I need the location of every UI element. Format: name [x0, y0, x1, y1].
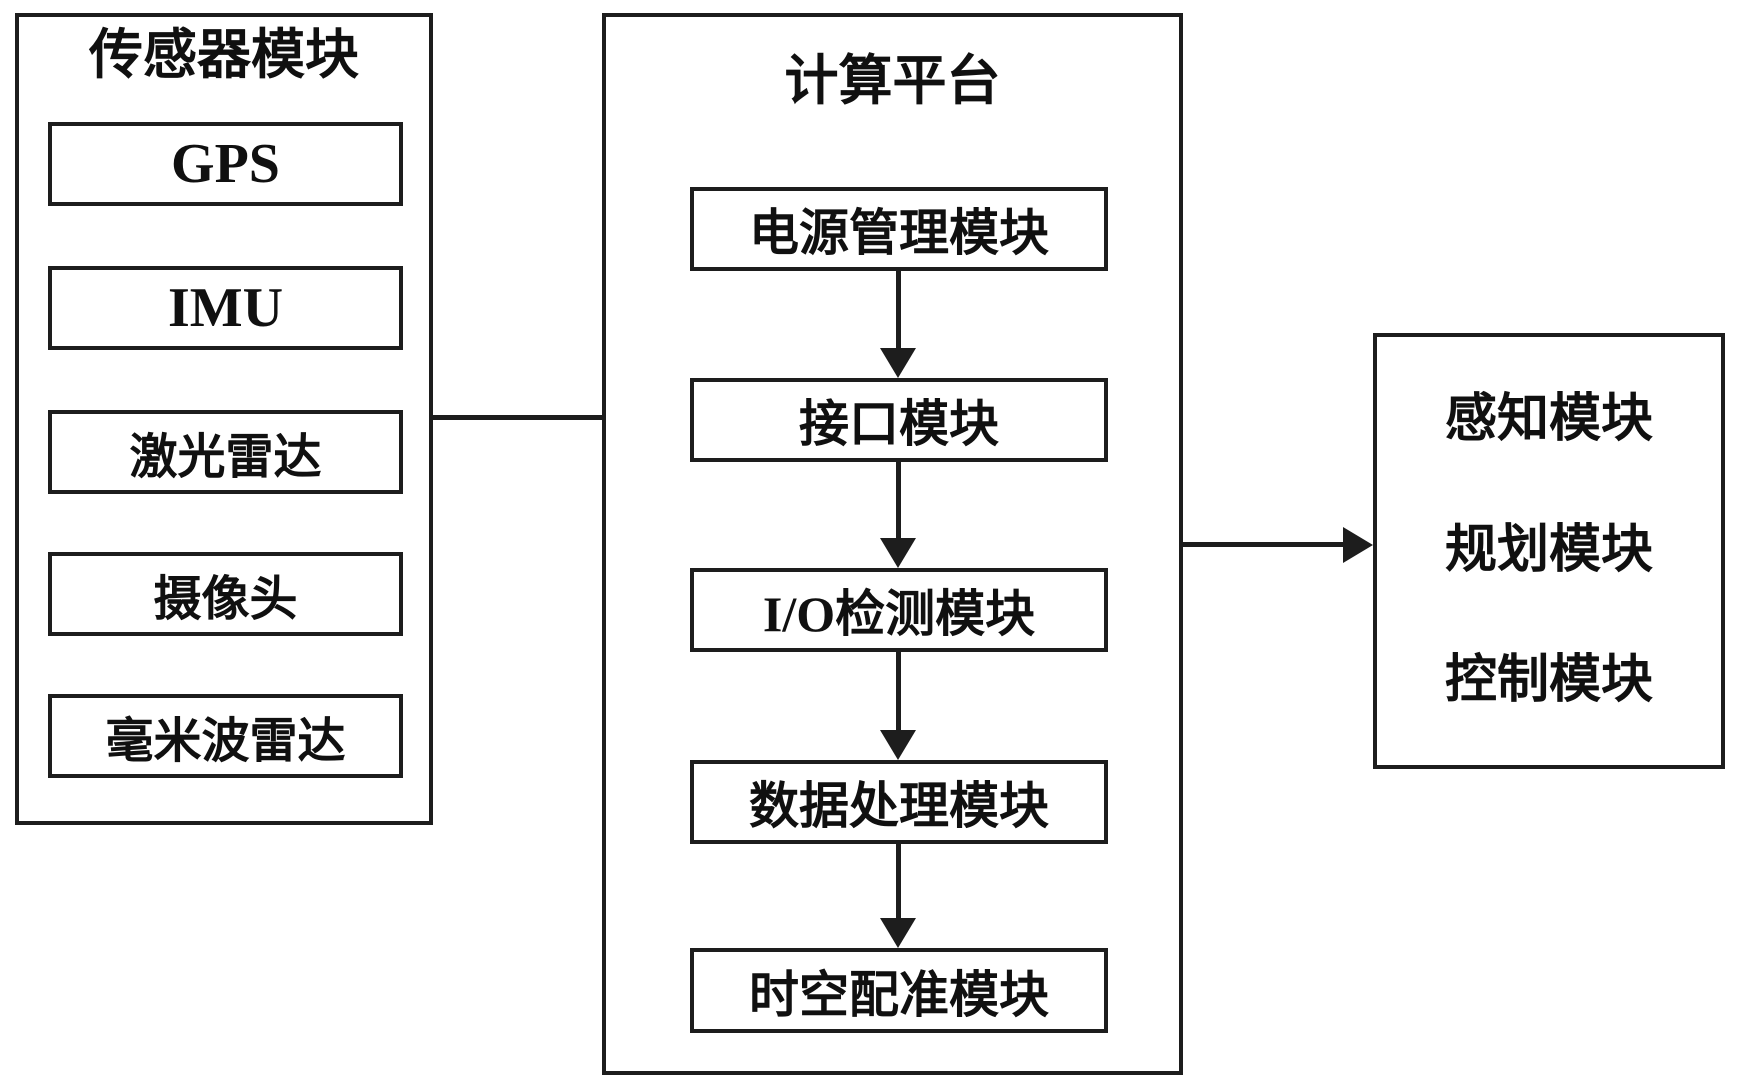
- output-modules-box: 感知模块 规划模块 控制模块: [1373, 333, 1725, 769]
- sensor-item-camera: 摄像头: [48, 552, 403, 636]
- platform-item-interface-label: 接口模块: [799, 396, 999, 452]
- platform-item-io-detection: I/O检测模块: [690, 568, 1108, 652]
- platform-item-power-management: 电源管理模块: [690, 187, 1108, 271]
- output-item-planning: 规划模块: [1444, 521, 1653, 579]
- computing-platform-title: 计算平台: [784, 51, 1001, 111]
- arrow-io-to-data-head: [880, 730, 916, 760]
- sensor-item-imu: IMU: [48, 266, 403, 350]
- sensor-item-camera-label: 摄像头: [153, 573, 298, 626]
- arrow-platform-to-output-head: [1343, 527, 1373, 563]
- sensor-item-mmwave-radar-label: 毫米波雷达: [105, 715, 346, 768]
- platform-item-spatiotemporal-registration-label: 时空配准模块: [749, 966, 1049, 1023]
- arrow-power-to-interface-line: [896, 270, 901, 350]
- sensor-item-lidar-label: 激光雷达: [129, 431, 322, 484]
- platform-item-io-detection-label: I/O检测模块: [762, 586, 1036, 642]
- platform-item-data-processing-label: 数据处理模块: [749, 778, 1049, 834]
- arrow-interface-to-io-head: [880, 538, 916, 568]
- sensor-module-title: 传感器模块: [89, 25, 359, 85]
- sensor-item-gps: GPS: [48, 122, 403, 206]
- arrow-data-to-registration-line: [896, 844, 901, 920]
- output-item-perception: 感知模块: [1444, 391, 1653, 449]
- platform-item-power-management-label: 电源管理模块: [749, 205, 1049, 261]
- platform-item-spatiotemporal-registration: 时空配准模块: [690, 948, 1108, 1033]
- output-item-control: 控制模块: [1444, 652, 1653, 710]
- sensor-item-lidar: 激光雷达: [48, 410, 403, 494]
- sensor-item-imu-label: IMU: [167, 277, 284, 339]
- sensor-item-mmwave-radar: 毫米波雷达: [48, 694, 403, 778]
- sensor-item-gps-label: GPS: [171, 133, 280, 195]
- platform-item-interface: 接口模块: [690, 378, 1108, 462]
- arrow-io-to-data-line: [896, 652, 901, 732]
- arrow-sensor-to-interface-line: [433, 415, 663, 420]
- arrow-interface-to-io-line: [896, 462, 901, 540]
- arrow-power-to-interface-head: [880, 348, 916, 378]
- arrow-platform-to-output-line: [1183, 542, 1346, 547]
- arrow-data-to-registration-head: [880, 918, 916, 948]
- platform-item-data-processing: 数据处理模块: [690, 760, 1108, 844]
